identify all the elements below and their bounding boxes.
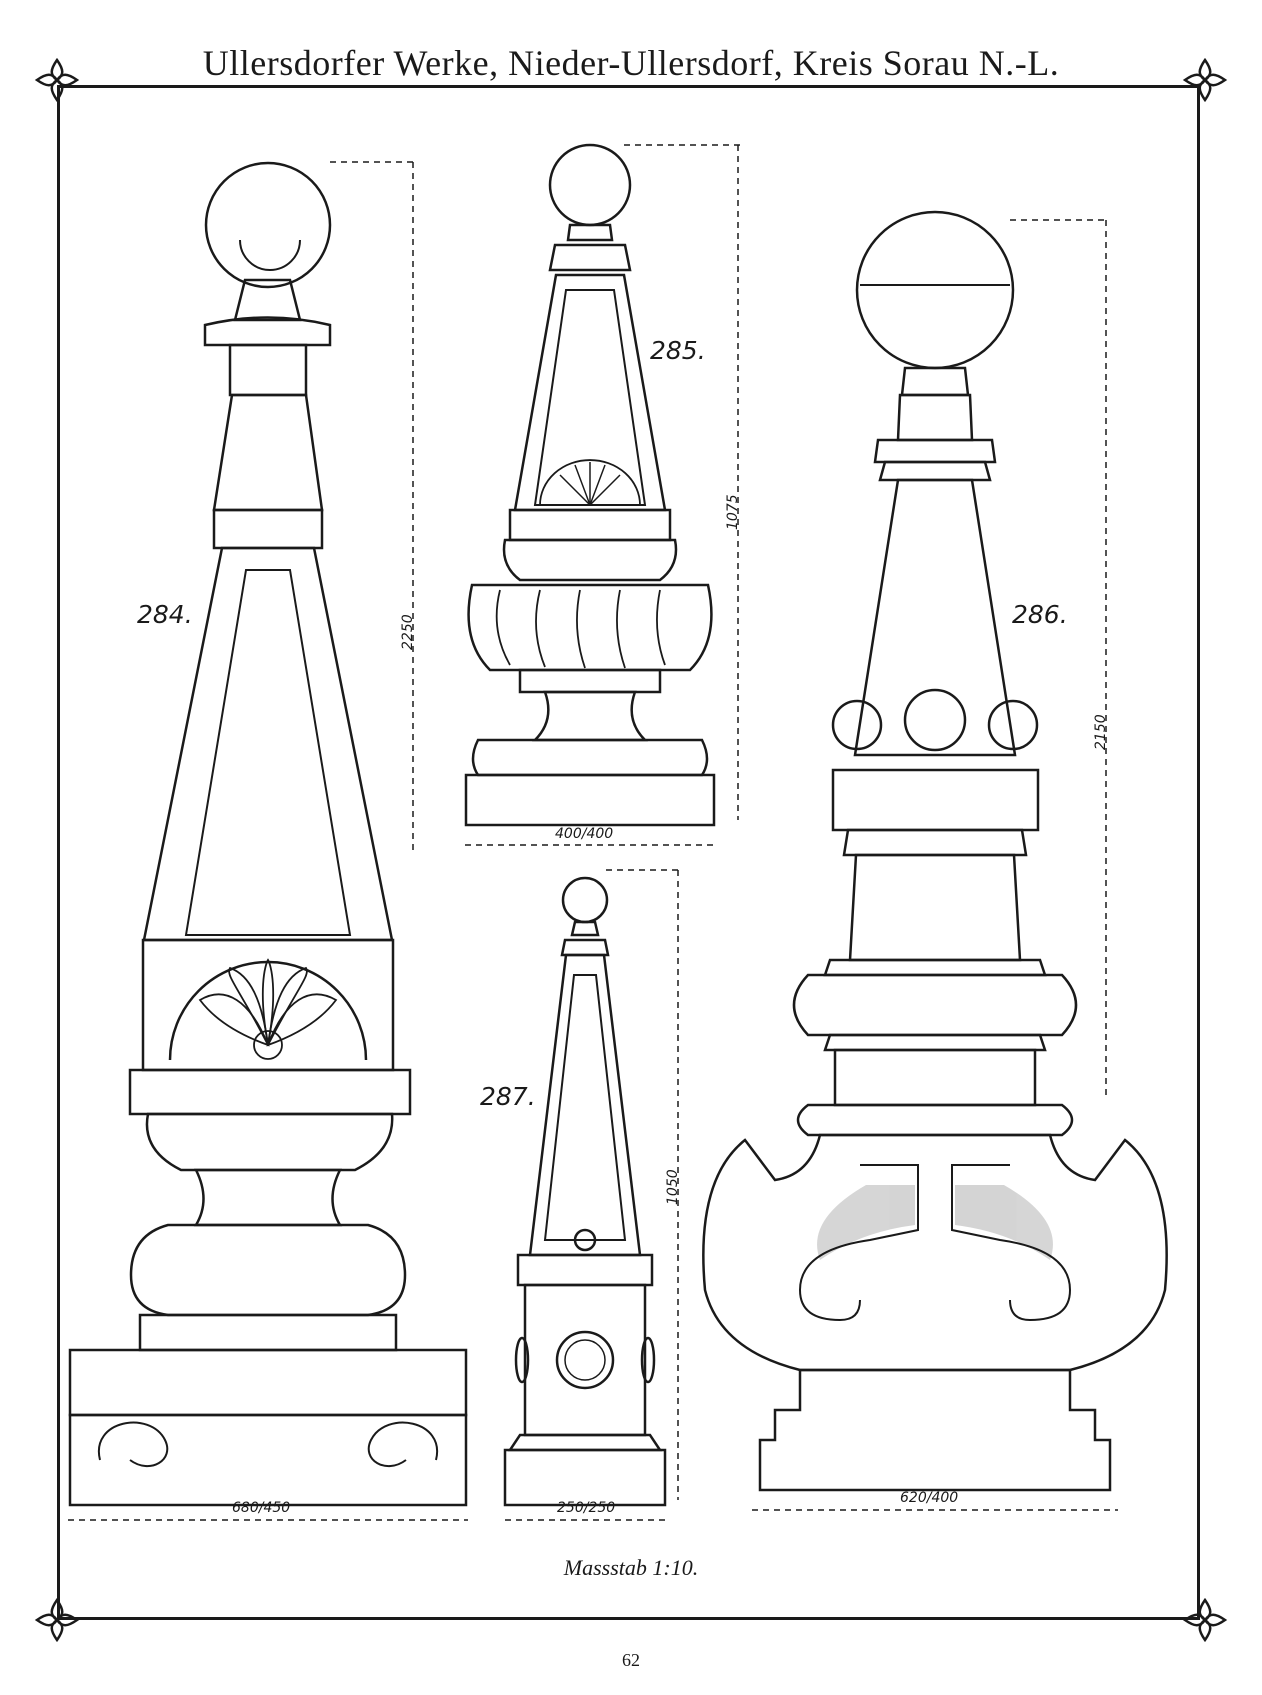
fleur-ornament-icon xyxy=(1182,1597,1228,1643)
finial-284-drawing xyxy=(68,161,468,1521)
item-label-285: 285. xyxy=(650,336,706,365)
finial-287-drawing xyxy=(503,869,680,1521)
item-label-284: 284. xyxy=(137,600,193,629)
height-dimension-287: 1050 xyxy=(665,1169,681,1205)
item-label-286: 286. xyxy=(1012,600,1068,629)
width-dimension-284: 680/450 xyxy=(232,1500,291,1516)
fleur-ornament-icon xyxy=(1182,57,1228,103)
fleur-ornament-icon xyxy=(34,57,80,103)
page-frame xyxy=(57,85,1200,1620)
page-number: 62 xyxy=(622,1650,640,1670)
width-dimension-286: 620/400 xyxy=(900,1490,959,1506)
stippled-texture xyxy=(817,1185,1053,1260)
item-label-287: 287. xyxy=(480,1082,536,1111)
width-dimension-287: 250/250 xyxy=(557,1500,616,1516)
height-dimension-284: 2250 xyxy=(400,614,416,650)
height-dimension-285: 1075 xyxy=(725,494,741,530)
scale-note: Massstab 1:10. xyxy=(563,1555,699,1580)
page-header: Ullersdorfer Werke, Nieder-Ullersdorf, K… xyxy=(202,43,1060,83)
fleur-ornament-icon xyxy=(34,1597,80,1643)
width-dimension-285: 400/400 xyxy=(555,826,614,842)
finial-285-drawing xyxy=(464,143,740,846)
finial-286-drawing xyxy=(702,210,1168,1511)
height-dimension-286: 2150 xyxy=(1093,714,1109,750)
